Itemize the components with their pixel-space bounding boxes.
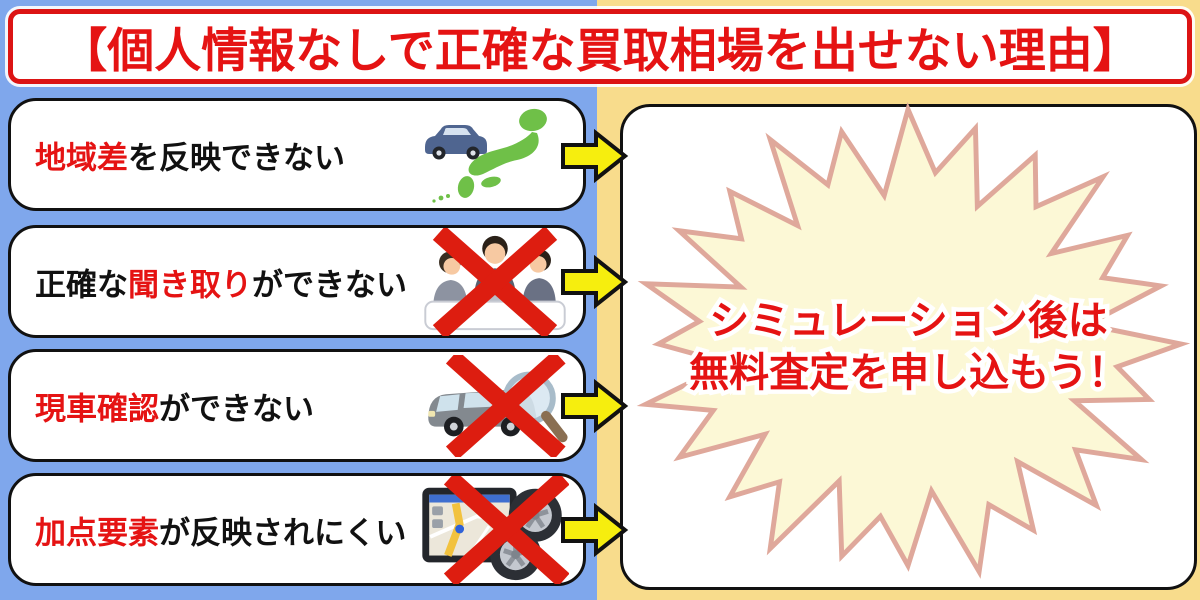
reason-box-vehicle-check: 現車確認ができない	[8, 349, 586, 462]
reason-label: 現車確認ができない	[35, 383, 314, 428]
arrow-right-icon	[561, 503, 629, 557]
conclusion-panel: シミュレーション後は シミュレーション後は 無料査定を申し込もう！ 無料査定を申…	[620, 101, 1197, 590]
callout-line-2-fill: 無料査定を申し込もう！	[689, 350, 1128, 396]
callout-line-2-outline: 無料査定を申し込もう！	[685, 346, 1133, 401]
arrow-right-icon	[561, 255, 629, 309]
reason-highlight: 聞き取り	[128, 267, 252, 303]
reason-suffix: を反映できない	[128, 140, 345, 176]
title-banner: 【個人情報なしで正確な買取相場を出せない理由】	[8, 9, 1192, 84]
reason-highlight: 地域差	[35, 140, 128, 176]
reason-prefix: 正確な	[35, 267, 128, 303]
reason-label: 正確な聞き取りができない	[35, 259, 407, 304]
arrow-right-icon	[561, 379, 629, 433]
callout-line-1: シミュレーション後は シミュレーション後は	[623, 288, 1194, 349]
reason-highlight: 加点要素	[35, 515, 159, 551]
reason-label: 地域差を反映できない	[35, 132, 345, 177]
reason-highlight: 現車確認	[35, 391, 159, 427]
reason-box-hearing: 正確な聞き取りができない	[8, 225, 586, 338]
starburst-shape	[636, 101, 1191, 579]
arrow-right-icon	[561, 129, 629, 183]
reason-suffix: ができない	[159, 391, 314, 427]
callout-line-1-outline: シミュレーション後は	[705, 294, 1112, 349]
reason-box-bonus-factors: 加点要素が反映されにくい	[8, 473, 586, 586]
callout-line-2: 無料査定を申し込もう！ 無料査定を申し込もう！	[623, 340, 1194, 401]
callout-line-1-fill: シミュレーション後は	[709, 298, 1108, 344]
reason-label: 加点要素が反映されにくい	[35, 507, 406, 552]
car-magnifier-icon	[419, 354, 569, 457]
reason-suffix: が反映されにくい	[159, 515, 407, 551]
page-title: 【個人情報なしで正確な買取相場を出せない理由】	[60, 24, 1140, 79]
callout-text: シミュレーション後は シミュレーション後は 無料査定を申し込もう！ 無料査定を申…	[623, 288, 1194, 401]
navi-tires-icon	[419, 475, 569, 584]
reason-box-regional-difference: 地域差を反映できない	[8, 98, 586, 211]
japan-map-car-icon	[419, 105, 569, 205]
business-meeting-icon	[421, 227, 569, 336]
reason-suffix: ができない	[252, 267, 407, 303]
